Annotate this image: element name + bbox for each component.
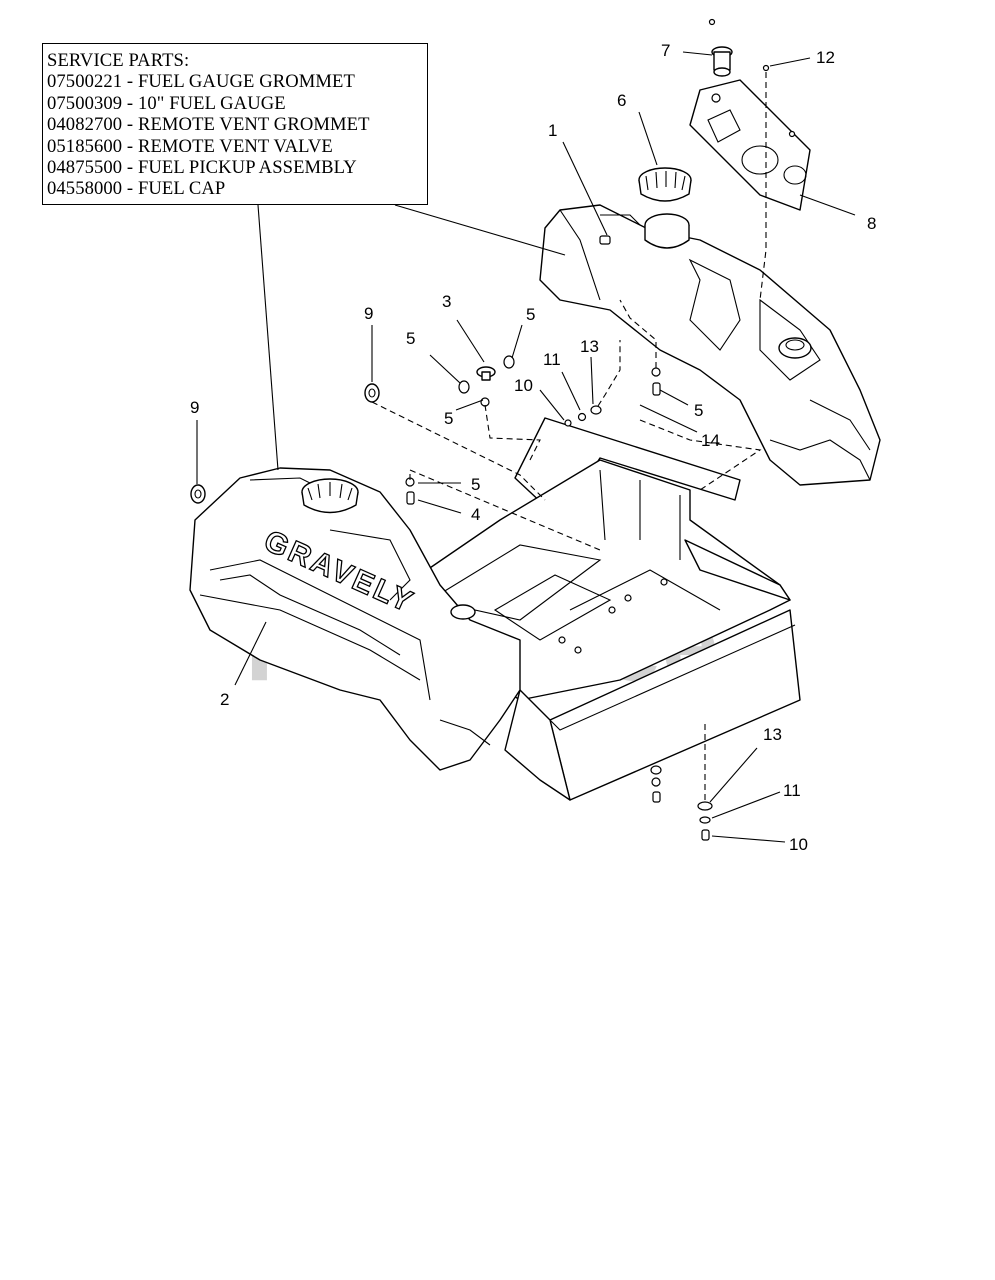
leader-lines xyxy=(196,51,856,843)
callout-5-c: 5 xyxy=(444,409,453,428)
callout-10-a: 10 xyxy=(514,376,533,395)
callout-2: 2 xyxy=(220,690,229,709)
callout-13-b: 13 xyxy=(763,725,782,744)
service-part-item: 04875500 - FUEL PICKUP ASSEMBLY xyxy=(47,157,357,179)
callout-7: 7 xyxy=(661,41,670,60)
callout-11-b: 11 xyxy=(783,781,801,800)
callout-5-a: 5 xyxy=(406,329,415,348)
callouts: 1 2 3 4 5 5 5 5 5 6 7 8 9 9 10 10 11 11 … xyxy=(190,41,876,854)
callout-11-a: 11 xyxy=(543,350,561,369)
fuel-cap-part xyxy=(638,167,692,202)
callout-12: 12 xyxy=(816,48,835,67)
callout-14: 14 xyxy=(701,431,720,450)
console-plate xyxy=(689,79,811,211)
callout-5-d: 5 xyxy=(471,475,480,494)
callout-9-b: 9 xyxy=(190,398,199,417)
callout-1: 1 xyxy=(548,121,557,140)
callout-10-b: 10 xyxy=(789,835,808,854)
service-part-item: 04082700 - REMOTE VENT GROMMET xyxy=(47,114,370,136)
fuel-tank-right xyxy=(539,204,881,486)
fuel-gauge-part xyxy=(708,18,733,77)
assembly-lines xyxy=(371,72,767,800)
service-part-item: 07500221 - FUEL GAUGE GROMMET xyxy=(47,71,355,93)
hardware-parts xyxy=(190,64,796,841)
callout-8: 8 xyxy=(867,214,876,233)
callout-3: 3 xyxy=(442,292,451,311)
callout-5-e: 5 xyxy=(694,401,703,420)
callout-5-b: 5 xyxy=(526,305,535,324)
callout-13-a: 13 xyxy=(580,337,599,356)
service-part-item: 04558000 - FUEL CAP xyxy=(47,178,226,200)
fuel-tank-left: GRAVELY xyxy=(189,467,521,771)
service-parts-title: SERVICE PARTS: xyxy=(47,50,190,71)
service-part-item: 05185600 - REMOTE VENT VALVE xyxy=(47,135,333,157)
callout-6: 6 xyxy=(617,91,626,110)
callout-9-a: 9 xyxy=(364,304,373,323)
callout-4: 4 xyxy=(471,505,480,524)
service-part-item: 07500309 - 10" FUEL GAUGE xyxy=(47,92,286,114)
service-parts-box: SERVICE PARTS: 07500221 - FUEL GAUGE GRO… xyxy=(42,43,428,205)
